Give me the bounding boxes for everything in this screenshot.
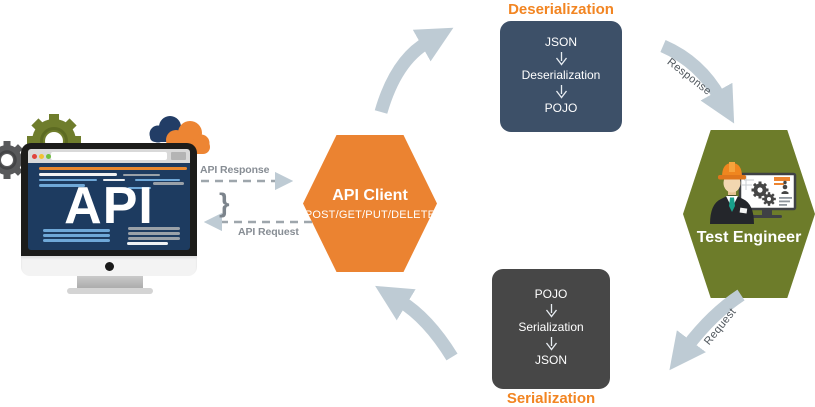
browser-window: API <box>28 149 190 250</box>
code-line <box>123 173 160 176</box>
camera-dot-icon <box>105 262 114 271</box>
test-engineer-label: Test Engineer <box>696 229 802 246</box>
monitor-bezel <box>21 256 197 276</box>
code-line <box>127 242 168 245</box>
serialization-step-3: JSON <box>534 353 567 367</box>
code-line <box>43 234 110 237</box>
code-line <box>153 182 184 185</box>
code-line <box>39 167 187 170</box>
api-request-label: API Request <box>238 226 299 238</box>
request-arrow-label: Request <box>702 305 739 348</box>
code-line <box>39 184 85 187</box>
engineer-icon <box>710 162 797 224</box>
monitor-base <box>67 288 153 294</box>
green-dot-icon <box>46 154 51 159</box>
code-line <box>39 173 117 176</box>
deserialization-box: JSON Deserialization POJO <box>500 21 622 132</box>
code-line <box>135 178 180 181</box>
curved-arrow-icon <box>375 285 458 361</box>
down-arrow-icon <box>555 85 567 99</box>
browser-toolbar <box>28 149 190 163</box>
response-arrow-label: Response <box>664 56 714 98</box>
api-client-methods: POST/GET/PUT/DELETE <box>304 208 436 221</box>
gear-icon <box>0 141 26 179</box>
deserialization-step-2: Deserialization <box>521 68 601 82</box>
serialization-box: POJO Serialization JSON <box>492 269 610 389</box>
api-response-label: API Response <box>200 164 270 176</box>
code-line <box>103 178 125 181</box>
api-screen-text: API <box>64 177 154 235</box>
code-line <box>128 237 180 240</box>
monitor-stand <box>77 276 143 289</box>
brace-symbol: } <box>219 188 230 218</box>
serialization-heading: Serialization <box>506 390 596 407</box>
curved-arrow-icon <box>374 27 454 114</box>
code-line <box>128 232 180 235</box>
code-line <box>39 178 97 181</box>
api-client-title: API Client <box>332 186 408 204</box>
serialization-step-1: POJO <box>534 287 568 301</box>
code-line <box>43 229 110 232</box>
monitor: API <box>21 143 197 256</box>
deserialization-step-1: JSON <box>544 35 577 49</box>
deserialization-step-3: POJO <box>544 101 578 115</box>
down-arrow-icon <box>545 337 557 351</box>
api-client-hexagon: API Client POST/GET/PUT/DELETE <box>303 135 437 272</box>
deserialization-heading: Deserialization <box>508 1 614 18</box>
url-bar <box>51 152 167 160</box>
code-line <box>128 227 180 230</box>
test-engineer-hexagon: Test Engineer <box>683 130 815 298</box>
screen: API <box>28 163 190 250</box>
yellow-dot-icon <box>39 154 44 159</box>
down-arrow-icon <box>545 304 557 318</box>
toolbar-box <box>171 152 186 160</box>
down-arrow-icon <box>555 52 567 66</box>
code-line <box>43 239 110 242</box>
serialization-step-2: Serialization <box>518 320 584 334</box>
code-line <box>128 186 151 189</box>
red-dot-icon <box>32 154 37 159</box>
